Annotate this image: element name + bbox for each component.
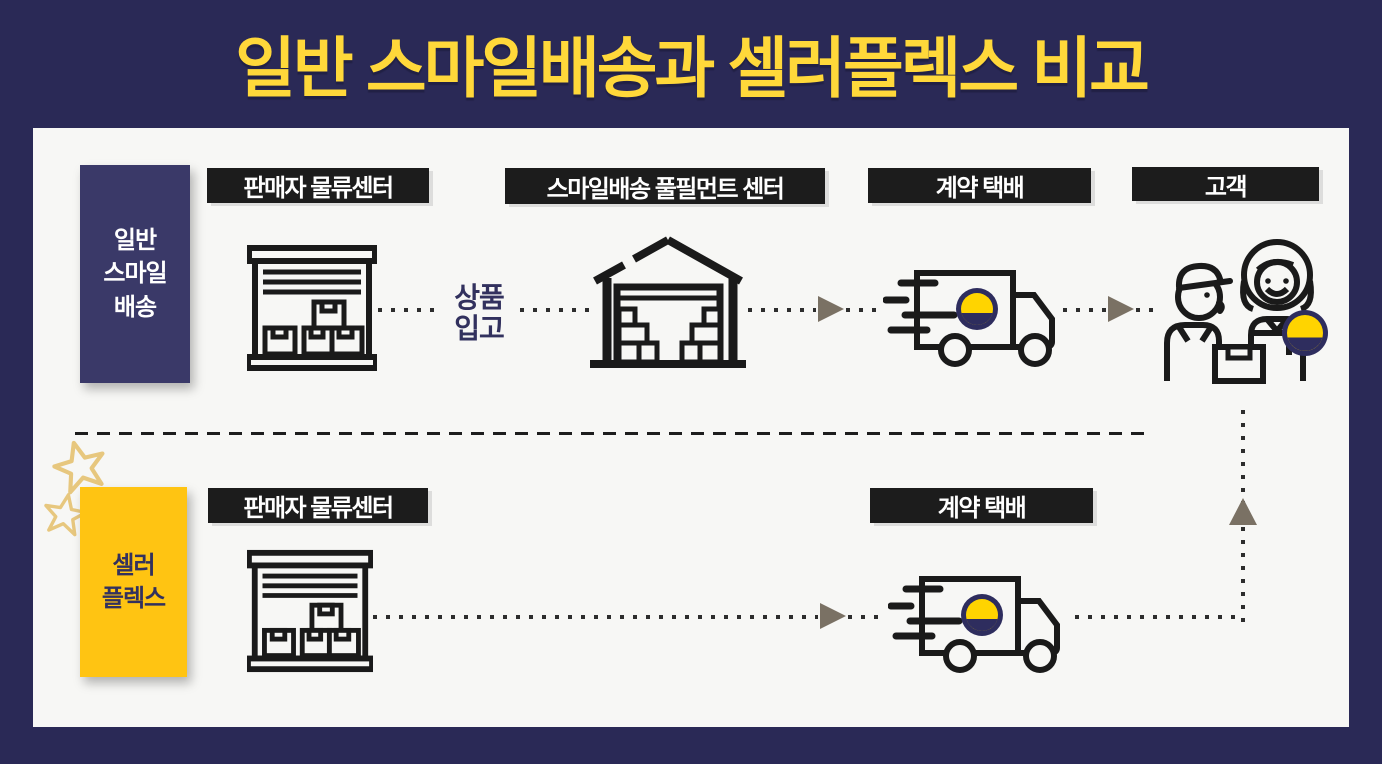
fulfillment-center-icon (590, 236, 746, 368)
stage-label-seller-warehouse: 판매자 물류센터 (207, 168, 429, 203)
stage-label-fulfillment-center: 스마일배송 풀필먼트 센터 (505, 168, 825, 204)
customer-handoff-icon (1164, 239, 1328, 384)
dotted-connector (1075, 615, 1243, 619)
dotted-connector (848, 615, 886, 619)
page-title: 일반 스마일배송과 셀러플렉스 비교 (235, 31, 1150, 105)
delivery-truck-icon (888, 576, 1060, 673)
row-divider-dashed (75, 432, 1153, 435)
content-panel: 일반 스마일 배송 판매자 물류센터 상품 입고 스마일배송 풀필먼트 센터 계 (33, 128, 1349, 727)
dotted-connector (748, 308, 816, 312)
row-label-seller-flex: 셀러 플렉스 (80, 487, 187, 677)
row-label-smile-delivery: 일반 스마일 배송 (80, 165, 190, 383)
dotted-connector (520, 308, 592, 312)
warehouse-icon (247, 549, 373, 673)
flow-arrow-right (1108, 296, 1134, 322)
smile-delivery-logo (956, 288, 998, 330)
dotted-connector (378, 308, 441, 312)
stage-label-customer: 고객 (1132, 167, 1319, 201)
stage-label-seller-warehouse: 판매자 물류센터 (208, 488, 428, 523)
flow-note-product-inbound: 상품 입고 (454, 281, 505, 344)
stage-label-contract-courier: 계약 택배 (870, 488, 1093, 523)
flow-arrow-up (1229, 498, 1257, 525)
smile-delivery-logo (961, 594, 1003, 636)
star-doodle-icon (52, 440, 105, 495)
dotted-connector (846, 308, 882, 312)
dotted-connector (1136, 308, 1158, 312)
dotted-connector (1063, 308, 1107, 312)
dotted-connector (373, 615, 818, 619)
delivery-truck-icon (883, 270, 1055, 367)
flow-arrow-right (818, 296, 844, 322)
stage-label-contract-courier: 계약 택배 (868, 168, 1091, 203)
smile-delivery-logo (1282, 310, 1328, 356)
warehouse-icon (247, 245, 377, 371)
flow-arrow-right (820, 603, 846, 629)
